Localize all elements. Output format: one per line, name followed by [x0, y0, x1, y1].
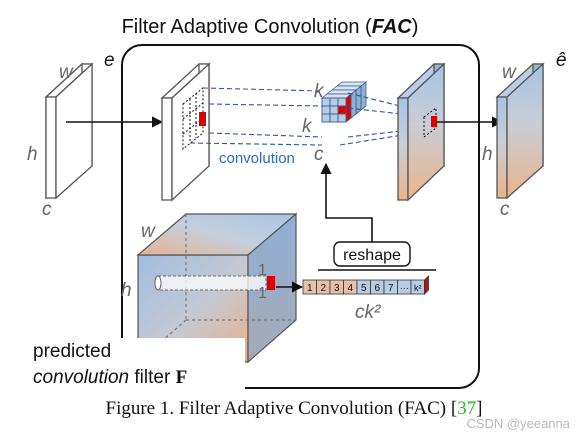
input-w-label: w [59, 62, 74, 83]
kernel-cell [337, 97, 347, 107]
output-w-label: w [502, 62, 517, 83]
filter-caption-bg [30, 338, 245, 390]
input-feature-map [44, 62, 94, 200]
kernel-cell [329, 97, 339, 107]
vector-cell-label: 7 [388, 283, 394, 294]
input-h-label: h [27, 144, 38, 165]
filter-one-a-label: 1 [258, 262, 267, 279]
vector-cell-label: 5 [361, 283, 367, 294]
kernel-cell [337, 113, 347, 123]
vector-cell-label: ··· [400, 283, 409, 293]
reshape-label: reshape [343, 247, 401, 264]
projection-lines-left [189, 87, 323, 146]
vector-cell-label: 3 [334, 283, 340, 294]
filter-one-b-label: 1 [258, 285, 267, 302]
reshape-arrow [320, 162, 373, 242]
patch-center-red [199, 112, 206, 126]
input-name-label: e [104, 50, 115, 71]
filter-caption-line1: predicted [33, 341, 111, 362]
diagram-title: Filter Adaptive Convolution (FAC) [122, 16, 419, 38]
output-name-label: ê [556, 50, 567, 71]
filter-rod-red-end [267, 276, 275, 290]
output-c-label: c [500, 199, 510, 220]
filter-h-label: h [121, 280, 132, 301]
vector-cell-label: 2 [320, 283, 326, 294]
kernel-cell [329, 105, 339, 115]
inner-input-map [160, 62, 211, 202]
caption-reference[interactable]: 37 [457, 398, 477, 419]
watermark: CSDN @yeeanna [466, 416, 570, 431]
output-h-label: h [482, 144, 493, 165]
convolution-label: convolution [219, 150, 295, 167]
kernel-k-top-label: k [314, 81, 325, 102]
output-feature-map [495, 62, 545, 200]
kernel-depth-top [330, 85, 363, 91]
vector-end-cap [424, 275, 429, 295]
inner-output-map [396, 62, 446, 202]
kernel-depth-top [320, 93, 353, 99]
fac-module-box [121, 44, 480, 389]
filter-pixel-rod [154, 275, 267, 291]
kernel-cube [320, 81, 368, 123]
kernel-cell [329, 113, 339, 123]
vector-cell-label: 4 [347, 283, 353, 294]
filter-w-label: w [141, 221, 156, 242]
filter-caption-line2: convolution filter F [33, 367, 187, 388]
vector-cell-label: 1 [307, 283, 313, 294]
input-c-label: c [42, 199, 52, 220]
figure-caption: Figure 1. Filter Adaptive Convolution (F… [105, 398, 483, 419]
kernel-cell [321, 113, 331, 123]
kernel-depth-top [335, 81, 368, 87]
kernel-c-label: c [314, 144, 324, 165]
kernel-depth-side [360, 81, 367, 111]
vector-cell-label: 6 [374, 283, 380, 294]
kernel-cell [321, 105, 331, 115]
output-center-red [431, 116, 437, 127]
kernel-cell [337, 105, 347, 115]
kernel-k-side-label: k [302, 116, 313, 137]
vector-cell-label: k² [414, 283, 422, 293]
output-patch [423, 107, 437, 138]
vector-size-label: ck² [355, 302, 381, 323]
